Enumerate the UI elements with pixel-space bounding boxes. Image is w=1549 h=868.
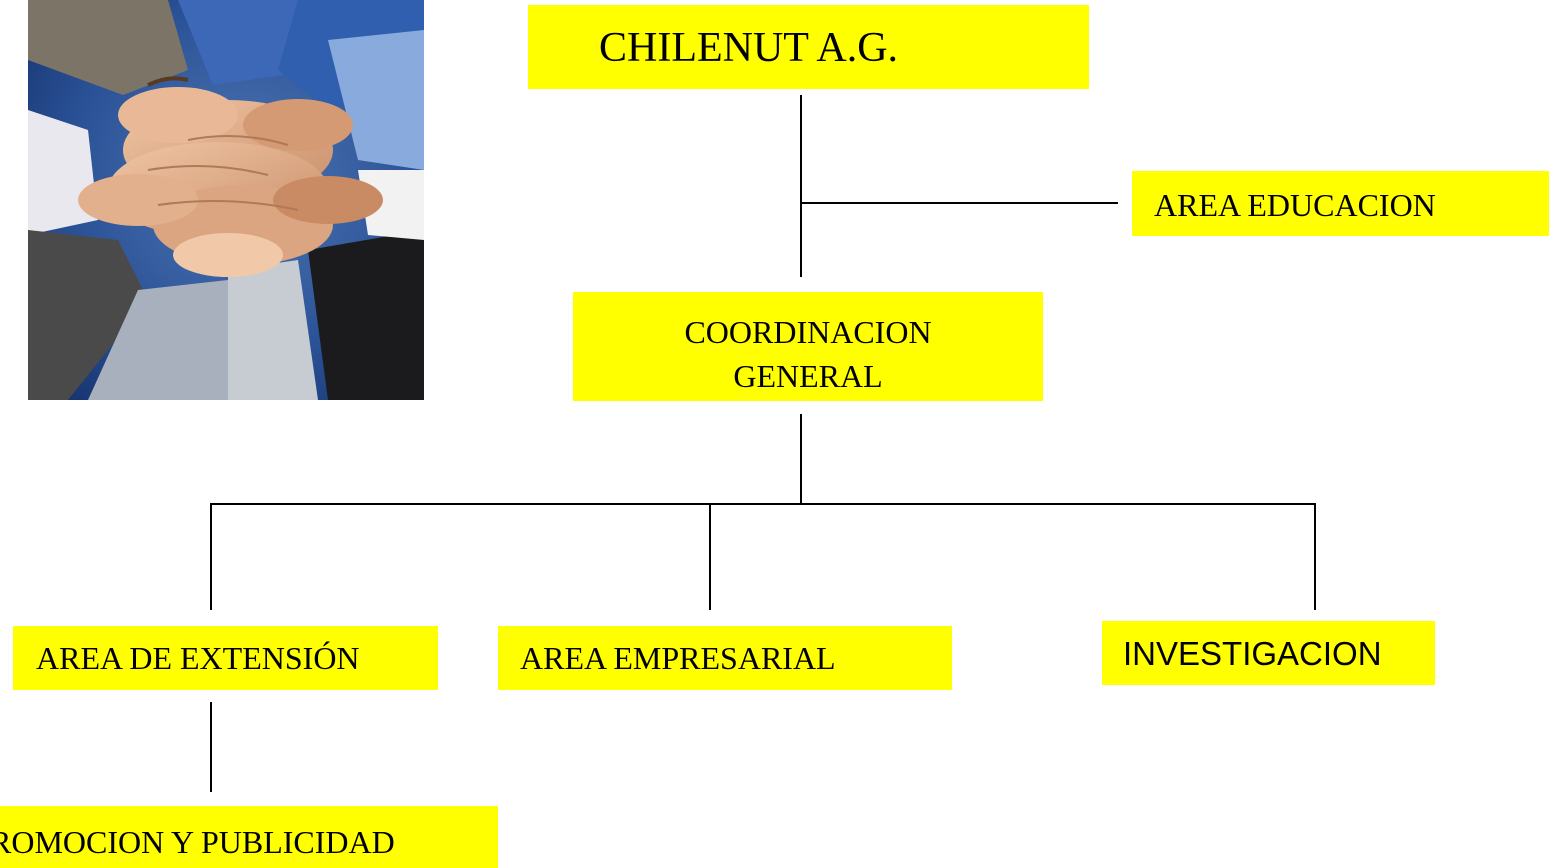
connector-branch-bar <box>210 503 1316 505</box>
teamwork-hands-photo <box>28 0 424 400</box>
node-coordinacion-label-line1: COORDINACION <box>684 314 932 350</box>
node-chilenut-label: CHILENUT A.G. <box>599 25 899 71</box>
connector-extension-to-promocion <box>210 702 212 792</box>
node-area-extension-label: AREA DE EXTENSIÓN <box>36 640 360 676</box>
connector-root-to-coordinacion <box>800 95 802 277</box>
node-promocion-publicidad: ROMOCION Y PUBLICIDAD <box>0 806 498 868</box>
connector-to-educacion <box>800 202 1118 204</box>
connector-to-empresarial <box>709 503 711 610</box>
node-area-educacion: AREA EDUCACION <box>1132 171 1549 236</box>
connector-to-extension <box>210 503 212 610</box>
node-coordinacion-general: COORDINACION GENERAL <box>573 292 1043 401</box>
node-coordinacion-label-line2: GENERAL <box>733 358 883 395</box>
node-investigacion: INVESTIGACION <box>1102 621 1435 685</box>
connector-to-investigacion <box>1314 503 1316 610</box>
hands-illustration <box>28 0 424 400</box>
node-area-educacion-label: AREA EDUCACION <box>1154 187 1436 223</box>
node-area-empresarial-label: AREA EMPRESARIAL <box>520 640 836 676</box>
node-investigacion-label: INVESTIGACION <box>1123 635 1382 672</box>
node-area-extension: AREA DE EXTENSIÓN <box>13 626 438 690</box>
node-area-empresarial: AREA EMPRESARIAL <box>498 626 952 690</box>
connector-coordinacion-down <box>800 414 802 504</box>
node-chilenut: CHILENUT A.G. <box>528 5 1089 89</box>
node-promocion-label: ROMOCION Y PUBLICIDAD <box>0 824 395 860</box>
